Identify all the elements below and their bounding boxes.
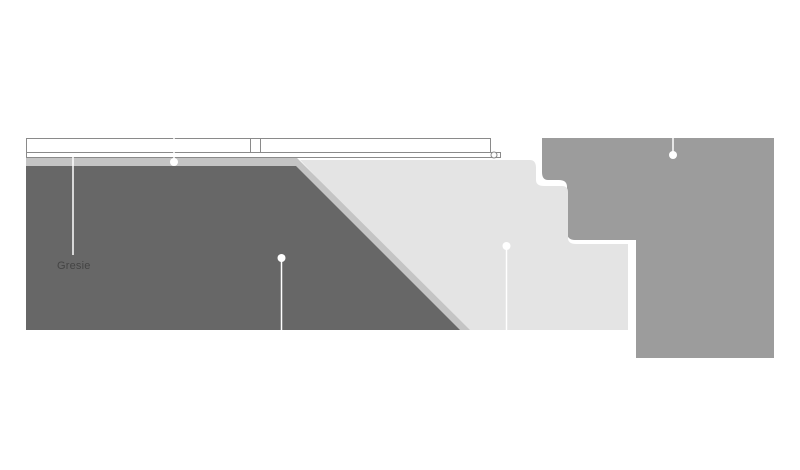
screed-edge bbox=[26, 157, 470, 330]
tile-edge-marker bbox=[490, 151, 498, 159]
callout-screed bbox=[277, 254, 286, 330]
tile-layer bbox=[26, 138, 501, 158]
tile-label: Gresie bbox=[57, 260, 91, 272]
callout-concrete bbox=[669, 138, 677, 159]
screed-layer bbox=[26, 166, 460, 330]
insulation-layer bbox=[300, 160, 628, 330]
concrete-structure bbox=[542, 138, 774, 358]
callout-insulation bbox=[502, 242, 511, 330]
callout-top-layer bbox=[170, 138, 178, 166]
